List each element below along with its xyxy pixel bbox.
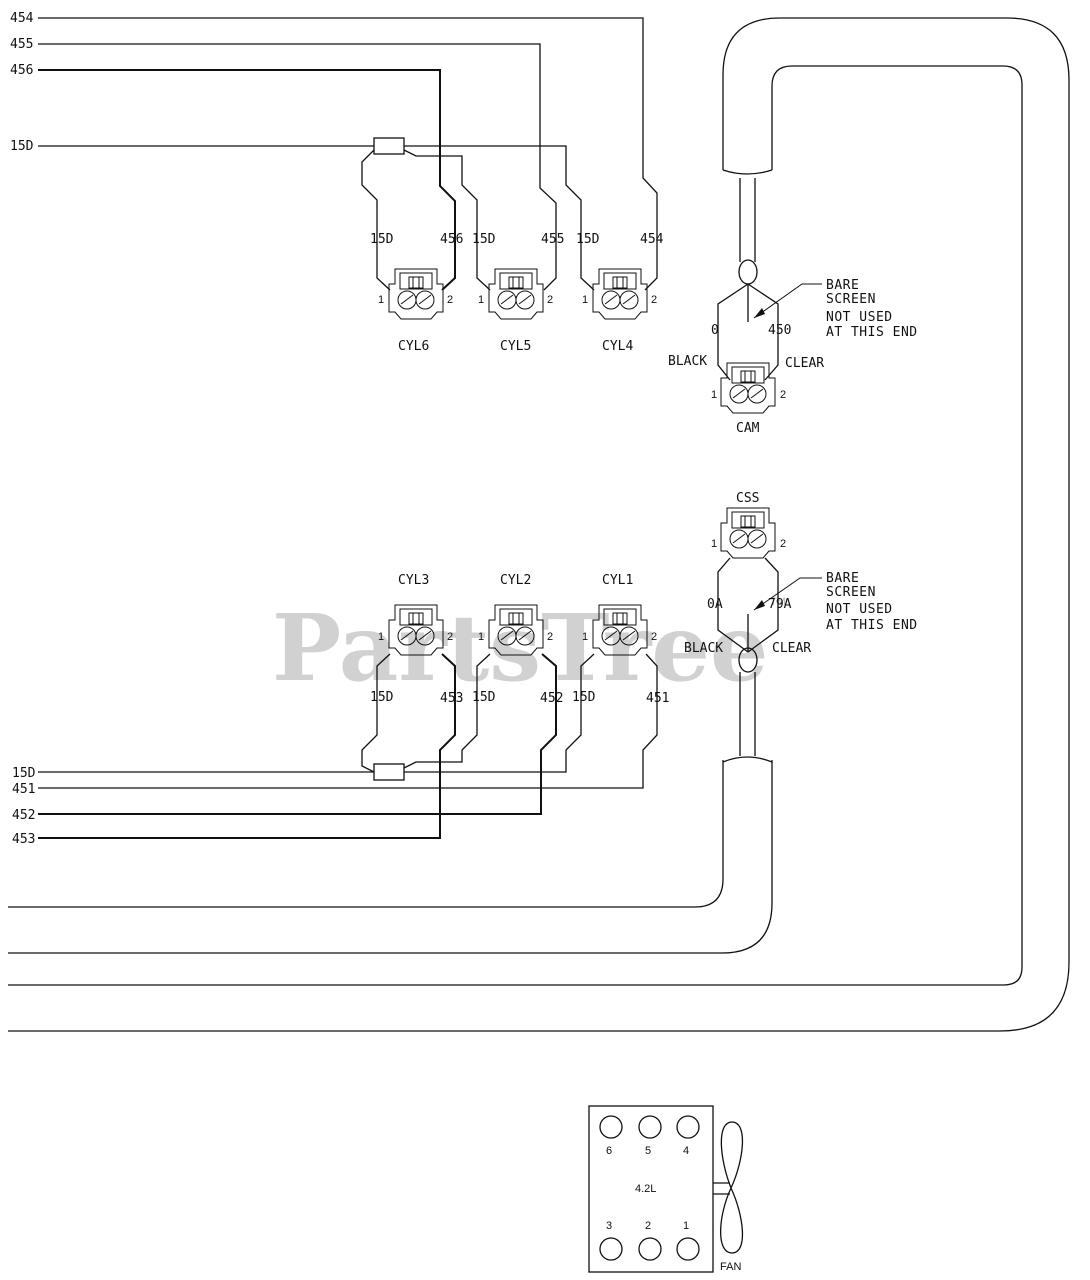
cyl5-pin2: 2: [547, 294, 553, 306]
cyl3-wire-right: 453: [440, 691, 463, 706]
cyl1-pin1: 1: [582, 631, 588, 643]
cylinder-6: [599, 1115, 623, 1139]
bottom-wires: [38, 653, 658, 839]
wire-label-455: 455: [10, 37, 33, 52]
connector-cyl4: [592, 268, 648, 320]
connector-cyl5: [488, 268, 544, 320]
wire-label-15d-bottom: 15D: [12, 766, 36, 781]
wire-label-15d-top: 15D: [10, 139, 34, 154]
css-color-right: CLEAR: [772, 641, 811, 656]
cam-cable-shield: [717, 169, 779, 381]
engine-block: [588, 1105, 744, 1273]
cyl4-pin1: 1: [582, 294, 588, 306]
cyl-num-5: 5: [645, 1145, 651, 1157]
css-pin1: 1: [711, 538, 717, 550]
css-note: BARE SCREEN NOT USED AT THIS END: [753, 571, 918, 633]
cylinder-2: [638, 1237, 662, 1261]
cyl2-label: CYL2: [500, 573, 531, 588]
cyl4-pin2: 2: [651, 294, 657, 306]
wire-label-452: 452: [12, 808, 35, 823]
cyl-num-1: 1: [683, 1220, 689, 1232]
cam-pin2: 2: [780, 389, 786, 401]
cyl6-pin1: 1: [378, 294, 384, 306]
connector-cyl6: [388, 268, 444, 320]
cyl5-label: CYL5: [500, 339, 531, 354]
cylinder-3: [599, 1237, 623, 1261]
cyl1-label: CYL1: [602, 573, 633, 588]
cyl5-pin1: 1: [478, 294, 484, 306]
fan-label: FAN: [720, 1261, 741, 1273]
cyl1-pin2: 2: [651, 631, 657, 643]
cyl4-wire-left: 15D: [576, 232, 600, 247]
cyl-num-4: 4: [683, 1145, 689, 1157]
cylinder-5: [638, 1115, 662, 1139]
fan-icon: [719, 1121, 744, 1254]
cyl2-wire-right: 452: [540, 691, 563, 706]
cam-note-line3: NOT USED: [826, 310, 893, 325]
cyl-num-6: 6: [606, 1145, 612, 1157]
cyl4-wire-right: 454: [640, 232, 664, 247]
cam-wire-right: 450: [768, 323, 791, 338]
cyl3-pin2: 2: [447, 631, 453, 643]
cyl5-wire-left: 15D: [472, 232, 496, 247]
cyl2-pin2: 2: [547, 631, 553, 643]
cam-pin1: 1: [711, 389, 717, 401]
cyl-num-3: 3: [606, 1220, 612, 1232]
cam-note: BARE SCREEN NOT USED AT THIS END: [753, 278, 918, 340]
watermark: PartsTree: [272, 594, 768, 702]
cyl6-wire-right: 456: [440, 232, 463, 247]
cyl2-wire-left: 15D: [472, 690, 496, 705]
cyl4-label: CYL4: [602, 339, 633, 354]
cyl5-wire-right: 455: [541, 232, 564, 247]
css-label: CSS: [736, 491, 759, 506]
cam-color-left: BLACK: [668, 354, 707, 369]
css-color-left: BLACK: [684, 641, 723, 656]
wire-label-451: 451: [12, 782, 35, 797]
cam-note-line4: AT THIS END: [826, 325, 918, 340]
css-cable-shield: [717, 557, 779, 763]
css-note-line4: AT THIS END: [826, 618, 918, 633]
cyl2-pin1: 1: [478, 631, 484, 643]
connector-css: [720, 507, 776, 559]
engine-label: 4.2L: [635, 1183, 656, 1195]
cam-color-right: CLEAR: [785, 356, 824, 371]
css-note-line1: BARE: [826, 571, 859, 586]
cyl6-wire-left: 15D: [370, 232, 394, 247]
cyl3-label: CYL3: [398, 573, 429, 588]
cable-loops: [8, 17, 1070, 1032]
cyl3-pin1: 1: [378, 631, 384, 643]
cyl1-wire-right: 451: [646, 691, 669, 706]
cylinder-1: [676, 1237, 700, 1261]
cyl6-label: CYL6: [398, 339, 429, 354]
cam-note-line2: SCREEN: [826, 292, 876, 307]
cyl1-wire-left: 15D: [572, 690, 596, 705]
css-pin2: 2: [780, 538, 786, 550]
cyl3-wire-left: 15D: [370, 690, 394, 705]
wire-label-453: 453: [12, 832, 35, 847]
wire-label-454: 454: [10, 11, 34, 26]
top-wires: [38, 17, 658, 291]
cylinder-4: [676, 1115, 700, 1139]
cyl6-pin2: 2: [447, 294, 453, 306]
cyl-num-2: 2: [645, 1220, 651, 1232]
cam-label: CAM: [736, 421, 760, 436]
css-wire-right: 79A: [768, 597, 792, 612]
css-note-line3: NOT USED: [826, 602, 893, 617]
connector-cam: [720, 362, 776, 414]
css-wire-left: 0A: [707, 597, 723, 612]
cam-wire-left: 0: [711, 323, 719, 338]
wire-label-456: 456: [10, 63, 33, 78]
cam-note-line1: BARE: [826, 278, 859, 293]
css-note-line2: SCREEN: [826, 585, 876, 600]
